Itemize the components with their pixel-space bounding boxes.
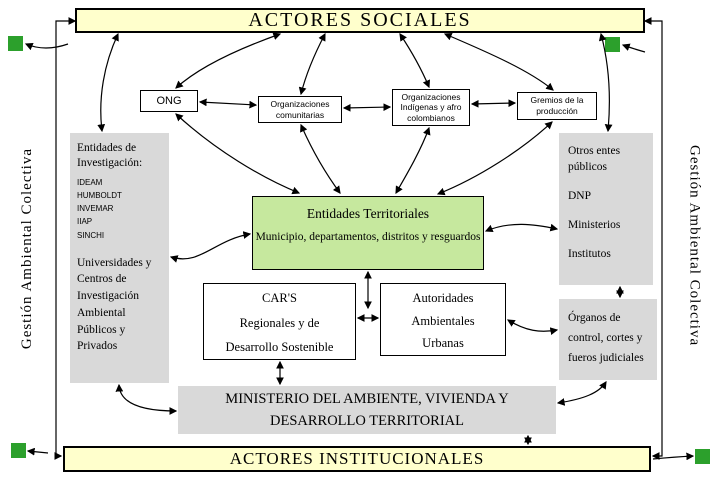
node-ong-label: ONG (156, 95, 182, 107)
research-entity: IIAP (77, 217, 93, 227)
universidades-label: Universidades y Centros de Investigación… (77, 256, 152, 353)
otros-entes-line: Ministerios (568, 219, 621, 232)
banner-actores-sociales: ACTORES SOCIALES (75, 8, 645, 33)
node-ministerio-ambiente: MINISTERIO DEL AMBIENTE, VIVIENDA Y DESA… (178, 386, 556, 434)
node-organizaciones-comunitarias-label: Organizaciones comunitarias (270, 98, 330, 120)
node-organizaciones-indigenas: Organizaciones Indígenas y afro colombia… (392, 89, 470, 126)
node-ong: ONG (140, 90, 198, 112)
arrow-banner-gremios (443, 33, 554, 91)
autoridades-line: Ambientales (411, 313, 475, 328)
research-entity: SINCHI (77, 230, 105, 240)
otros-entes-line: DNP (568, 190, 592, 203)
research-entity: IDEAM (77, 177, 103, 187)
green-square-bottom-left (11, 443, 26, 458)
arrow-ong-orgcom (198, 98, 258, 109)
arrow-banner-orgcom (298, 32, 326, 96)
otros-entes-line: públicos (568, 161, 607, 174)
banner-actores-institucionales: ACTORES INSTITUCIONALES (63, 446, 651, 472)
arrow-territorial-otros (484, 223, 559, 233)
side-label-right-text: Gestión Ambiental Colectiva (686, 145, 703, 347)
arrow-banner-ong (175, 32, 282, 89)
arrow-to-square-bottom-right (652, 452, 695, 461)
arrow-research-ministerio (115, 383, 178, 415)
green-square-top-left (8, 36, 23, 51)
arrow-orgcom-territorial (300, 123, 341, 194)
arrow-to-square-top-left (24, 42, 69, 51)
entidades-territoriales-subtitle: Municipio, departamentos, distritos y re… (255, 231, 481, 243)
autoridades-line: Autoridades (412, 291, 474, 306)
arrow-gremios-territorial (436, 121, 553, 196)
node-organos-de-control: Órganos de control, cortes y fueros judi… (559, 299, 657, 380)
arrow-autoridades-organos (507, 319, 559, 335)
green-square-top-right (605, 37, 620, 52)
arrow-to-square-top-right (621, 43, 646, 53)
organos-line: Órganos de (568, 312, 621, 324)
node-entidades-territoriales: Entidades Territoriales Municipio, depar… (252, 196, 484, 270)
arrow-ministerio-organos (556, 381, 607, 406)
entidades-territoriales-title: Entidades Territoriales (306, 206, 430, 221)
arrow-banner-research (97, 32, 119, 133)
autoridades-line: Urbanas (422, 336, 464, 351)
node-organizaciones-comunitarias: Organizaciones comunitarias (258, 96, 342, 123)
research-entity: INVEMAR (77, 204, 114, 214)
node-gremios-produccion-label: Gremios de la producción (530, 95, 584, 116)
otros-entes-line: Otros entes (568, 145, 621, 157)
cars-line: CAR'S (262, 291, 297, 306)
side-label-right: Gestión Ambiental Colectiva (679, 110, 709, 382)
arrow-ong-territorial (175, 113, 301, 195)
node-otros-entes-publicos: Otros entes públicos DNP Ministerios Ins… (559, 133, 653, 285)
arrow-orgind-gremios (470, 99, 517, 108)
node-autoridades-ambientales: Autoridades Ambientales Urbanas (380, 283, 506, 356)
node-entidades-investigacion: Entidades de Investigación: IDEAM HUMBOL… (70, 133, 169, 383)
ministerio-label: MINISTERIO DEL AMBIENTE, VIVIENDA Y DESA… (225, 391, 509, 430)
research-entity: HUMBOLDT (77, 191, 122, 201)
banner-actores-institucionales-label: ACTORES INSTITUCIONALES (229, 449, 485, 468)
otros-entes-line: Institutos (568, 248, 611, 261)
entidades-investigacion-list: IDEAM HUMBOLDT INVEMAR IIAP SINCHI (77, 176, 163, 242)
green-square-bottom-right (695, 449, 710, 464)
node-cars: CAR'S Regionales y de Desarrollo Sosteni… (203, 283, 356, 360)
banner-actores-sociales-label: ACTORES SOCIALES (248, 9, 472, 31)
side-label-left: Gestión Ambiental Colectiva (12, 118, 42, 380)
arrow-orgind-territorial (395, 126, 431, 195)
entidades-investigacion-title: Entidades de Investigación: (77, 142, 143, 169)
side-label-left-text: Gestión Ambiental Colectiva (18, 148, 35, 350)
node-organizaciones-indigenas-label: Organizaciones Indígenas y afro colombia… (400, 91, 462, 123)
cars-line: Regionales y de (239, 315, 320, 330)
organos-line: fueros judiciales (568, 352, 644, 365)
arrow-orgcom-orgind (342, 103, 392, 112)
arrow-banner-orgind (399, 33, 431, 89)
cars-line: Desarrollo Sostenible (225, 340, 334, 355)
node-gremios-produccion: Gremios de la producción (517, 92, 597, 120)
arrow-research-territorial (169, 231, 252, 263)
organos-line: control, cortes y (568, 332, 643, 345)
arrow-to-square-bottom-left (26, 447, 49, 456)
